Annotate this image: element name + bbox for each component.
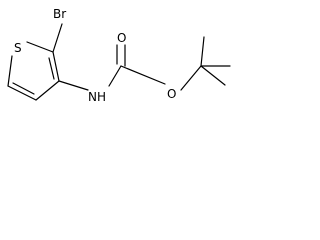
atom-label-carbonyl-oxygen: O	[117, 31, 126, 45]
atom-label-sulfur: S	[14, 41, 22, 55]
structure-diagram: Br S NH O O	[0, 0, 245, 115]
bond-s-c2	[26, 41, 54, 53]
atom-label-bromine: Br	[53, 7, 66, 21]
bond-c3-n	[58, 80, 89, 91]
atom-label-nh: NH	[88, 90, 106, 104]
atom-label-ester-oxygen: O	[167, 87, 176, 101]
bond-c4-c5-double	[12, 82, 35, 95]
molecule-drawing: Br S NH O O	[7, 7, 231, 104]
bond-c-o-ester	[120, 65, 166, 85]
bond-c4-c5	[7, 85, 37, 101]
bond-c2-c3	[52, 51, 60, 82]
bond-c2-br	[52, 23, 63, 53]
bond-c2-c3-double	[48, 57, 55, 80]
bond-n-c	[108, 65, 122, 87]
bond-cq-me2	[200, 36, 205, 67]
bond-c5-s	[7, 55, 13, 87]
bond-c3-c4	[35, 80, 60, 101]
bond-o-cq	[180, 65, 202, 91]
bond-cq-me3	[200, 65, 226, 86]
thiophene-ring	[7, 41, 60, 101]
carbamate-chain	[58, 36, 231, 91]
